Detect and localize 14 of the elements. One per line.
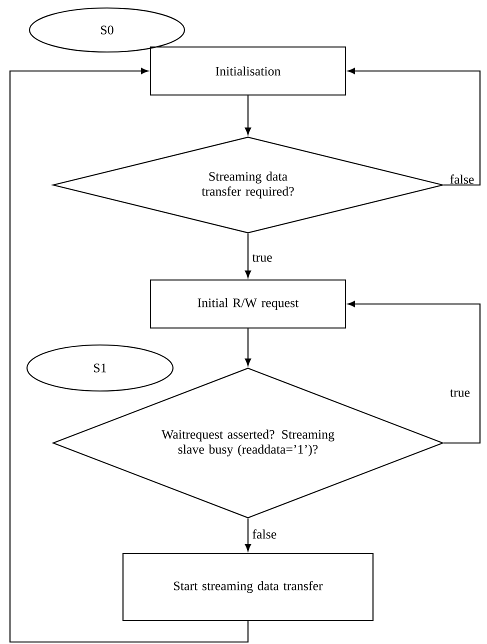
arrow <box>348 68 481 186</box>
arrow <box>348 300 481 444</box>
arrow <box>244 96 252 135</box>
edge-label: false <box>450 174 474 184</box>
arrow <box>9 68 249 643</box>
edge-label: true <box>252 254 272 262</box>
arrow <box>244 328 252 366</box>
edge-label: true <box>450 389 470 397</box>
edge-label: false <box>252 529 276 539</box>
process-box: Initial R/W request <box>150 279 346 329</box>
process-box: Start streaming data transfer <box>122 552 374 622</box>
process-box: Initialisation <box>150 46 346 96</box>
arrow <box>244 518 252 552</box>
arrow <box>244 234 252 278</box>
